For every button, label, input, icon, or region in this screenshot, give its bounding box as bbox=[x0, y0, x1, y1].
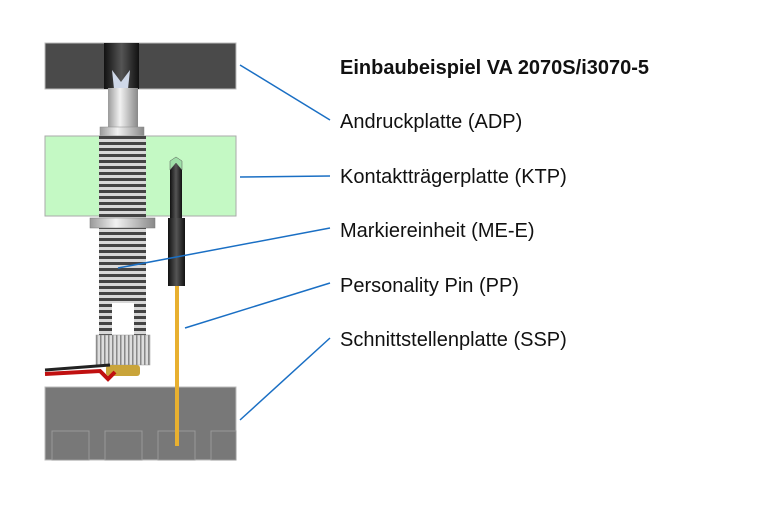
ssp-slot bbox=[104, 430, 143, 461]
ssp-slot bbox=[210, 430, 237, 461]
marker-body bbox=[168, 218, 185, 286]
red-wire bbox=[44, 368, 117, 382]
leader-adp bbox=[239, 64, 331, 121]
black-wire bbox=[44, 363, 111, 372]
label-ssp: Schnittstellenplatte (SSP) bbox=[340, 329, 567, 351]
diagram-title: Einbaubeispiel VA 2070S/i3070-5 bbox=[340, 57, 650, 79]
leader-ssp bbox=[239, 337, 331, 421]
plunger-tip bbox=[112, 70, 130, 89]
label-pp: Personality Pin (PP) bbox=[340, 275, 519, 297]
hex-nut bbox=[89, 217, 156, 229]
adp-plate bbox=[44, 42, 237, 90]
leader-pp bbox=[184, 282, 331, 329]
knurled-nut bbox=[95, 334, 151, 366]
ssp-plate bbox=[44, 386, 237, 461]
marker-cap bbox=[169, 156, 183, 171]
body-window bbox=[112, 303, 134, 336]
personality-pin bbox=[175, 286, 179, 446]
label-ktp: Kontaktträgerplatte (KTP) bbox=[340, 166, 567, 188]
plunger-shaft bbox=[108, 88, 138, 128]
leader-me bbox=[117, 227, 331, 269]
label-adp: Andruckplatte (ADP) bbox=[340, 111, 523, 133]
threaded-body bbox=[99, 136, 146, 336]
leader-ktp bbox=[239, 175, 331, 178]
label-me: Markiereinheit (ME-E) bbox=[340, 220, 535, 242]
marker-tip bbox=[170, 160, 182, 218]
ssp-slot bbox=[51, 430, 90, 461]
